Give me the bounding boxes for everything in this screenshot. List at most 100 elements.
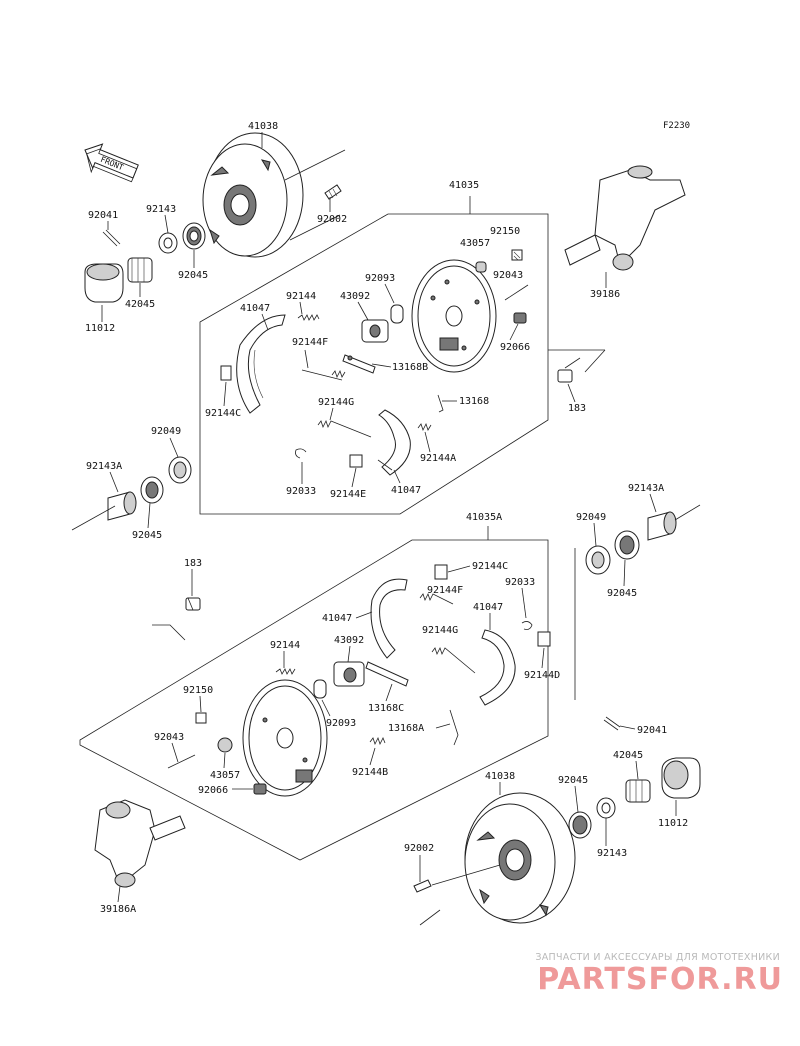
label-92144A: 92144A xyxy=(420,453,456,464)
plug-43057-lower xyxy=(217,737,233,753)
label-92045-upper-b: 92045 xyxy=(132,530,162,541)
bearing-92045-left xyxy=(140,476,164,504)
gasket-92093-lower xyxy=(313,679,327,699)
clip-92033-lower xyxy=(521,621,533,630)
label-43057-upper: 43057 xyxy=(460,238,490,249)
washer-lower xyxy=(596,797,616,819)
watermark-tagline: ЗАПЧАСТИ И АКСЕССУАРЫ ДЛЯ МОТОТЕХНИКИ xyxy=(535,952,780,963)
label-92033-lower: 92033 xyxy=(505,577,535,588)
label-43057-lower: 43057 xyxy=(210,770,240,781)
spring-92144F-lower xyxy=(419,592,454,605)
label-92049-upper: 92049 xyxy=(151,426,181,437)
label-42045-lower: 42045 xyxy=(613,750,643,761)
label-92144B: 92144B xyxy=(352,767,388,778)
label-43092-upper: 43092 xyxy=(340,291,370,302)
label-92066-lower: 92066 xyxy=(198,785,228,796)
label-39186A: 39186A xyxy=(100,904,136,915)
cotter-pin-lower xyxy=(603,716,621,731)
bearing-92045-right xyxy=(614,530,640,560)
label-92144-lower: 92144 xyxy=(270,640,300,651)
label-92093-upper: 92093 xyxy=(365,273,395,284)
spring-92144G-lower xyxy=(431,646,476,674)
label-92049-lower: 92049 xyxy=(576,512,606,523)
label-92041-upper: 92041 xyxy=(88,210,118,221)
label-92144G-upper: 92144G xyxy=(318,397,354,408)
brake-drum-upper xyxy=(202,132,346,258)
brake-shoe-upper-right xyxy=(377,409,411,476)
label-43092-lower: 43092 xyxy=(334,635,364,646)
spring-92144B xyxy=(369,736,386,746)
spring-92144-upper xyxy=(297,314,320,321)
label-183-upper: 183 xyxy=(568,403,586,414)
steering-knuckle-lower xyxy=(94,799,186,888)
inspection-plug-upper xyxy=(475,261,487,273)
hub-cap-upper xyxy=(84,263,124,303)
bolt-92150-upper xyxy=(511,249,523,261)
bolt-92150-lower xyxy=(195,712,207,724)
label-92144C-lower: 92144C xyxy=(472,561,508,572)
label-92150-lower: 92150 xyxy=(183,685,213,696)
label-41038-upper: 41038 xyxy=(248,121,278,132)
watermark-logo: PARTSFOR.RU xyxy=(537,962,783,997)
spacer-92143A-left xyxy=(107,491,137,521)
label-13168C: 13168C xyxy=(368,703,404,714)
label-92144-upper: 92144 xyxy=(286,291,316,302)
spacer-92143A-right xyxy=(647,511,677,541)
label-92143A-upper: 92143A xyxy=(86,461,122,472)
front-arrow-icon: FRONT xyxy=(84,143,139,183)
label-41035: 41035 xyxy=(449,180,479,191)
clip-92144C-upper xyxy=(220,365,232,381)
steering-knuckle-upper xyxy=(564,165,686,271)
clip-92144C-lower xyxy=(434,564,448,580)
label-92150-upper: 92150 xyxy=(490,226,520,237)
label-92144C-upper: 92144C xyxy=(205,408,241,419)
seal-92049-right xyxy=(585,545,611,575)
brake-shoe-upper-left xyxy=(236,314,286,414)
label-92143-upper: 92143 xyxy=(146,204,176,215)
label-92143A-lower: 92143A xyxy=(628,483,664,494)
label-92144E: 92144E xyxy=(330,489,366,500)
brake-panel-box-upper xyxy=(199,213,549,515)
label-92144G-lower: 92144G xyxy=(422,625,458,636)
castle-nut-lower xyxy=(625,779,651,803)
brake-shoe-lower-left xyxy=(370,578,408,659)
label-183-lower: 183 xyxy=(184,558,202,569)
bolt-183-lower xyxy=(185,597,201,611)
hub-cap-lower xyxy=(661,757,701,799)
bolt-92043-lower xyxy=(167,754,196,769)
backing-plate-upper xyxy=(411,259,497,373)
label-41047-lower-b: 41047 xyxy=(473,602,503,613)
label-41047-upper-b: 41047 xyxy=(391,485,421,496)
label-92002-upper: 92002 xyxy=(317,214,347,225)
label-92033-upper: 92033 xyxy=(286,486,316,497)
brake-panel-box-lower xyxy=(79,539,549,861)
label-13168A: 13168A xyxy=(388,723,424,734)
washer-upper xyxy=(158,232,178,254)
cotter-pin-upper xyxy=(102,229,121,247)
spring-92144F-upper xyxy=(301,369,346,381)
label-13168: 13168 xyxy=(459,396,489,407)
spring-92144G-upper xyxy=(317,419,372,438)
label-92143-lower: 92143 xyxy=(597,848,627,859)
wheel-cylinder-lower xyxy=(333,661,365,687)
drum-bolt-lower xyxy=(413,879,432,893)
brake-drum-lower xyxy=(464,792,576,924)
lever-13168 xyxy=(437,394,444,413)
label-11012-lower: 11012 xyxy=(658,818,688,829)
wheel-cylinder-upper xyxy=(361,319,389,343)
nut-92066-lower xyxy=(253,783,267,795)
label-41038-lower: 41038 xyxy=(485,771,515,782)
castle-nut-upper xyxy=(127,257,153,283)
label-92093-lower: 92093 xyxy=(326,718,356,729)
brake-shoe-lower-right xyxy=(479,629,516,706)
label-92045-lower-a: 92045 xyxy=(607,588,637,599)
lever-13168A xyxy=(449,709,459,746)
drum-bolt-upper xyxy=(324,184,342,200)
bolt-183-upper xyxy=(557,357,581,383)
spring-92144A-upper xyxy=(417,422,432,432)
label-92045-lower-b: 92045 xyxy=(558,775,588,786)
label-41047-upper-a: 41047 xyxy=(240,303,270,314)
label-92066-upper: 92066 xyxy=(500,342,530,353)
label-92043-lower: 92043 xyxy=(154,732,184,743)
